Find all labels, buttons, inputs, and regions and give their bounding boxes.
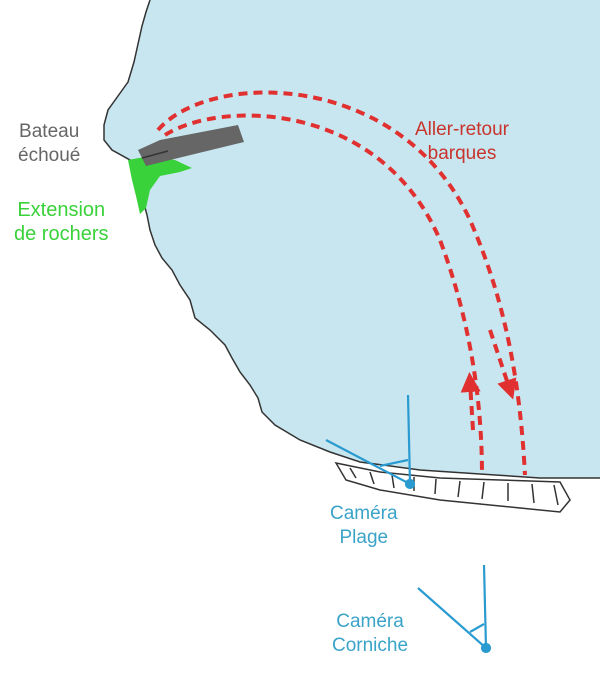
route-arc-inner xyxy=(163,113,484,476)
camera-field-of-view-icon xyxy=(417,564,492,654)
route-label-line-2: barques xyxy=(427,143,497,164)
camera-beach-label-line-1: Caméra xyxy=(330,503,398,524)
coastline xyxy=(103,0,600,479)
route-arrow-up xyxy=(460,372,481,431)
route-arc-outer xyxy=(156,90,527,476)
rock-extension-icon xyxy=(128,156,192,214)
camera-beach-label: Caméra Plage xyxy=(330,502,398,550)
camera-corniche-label-line-2: Corniche xyxy=(332,635,409,656)
camera-beach-label-line-2: Plage xyxy=(339,527,389,548)
sea-area xyxy=(104,0,600,478)
camera-corniche-label: Caméra Corniche xyxy=(332,610,408,658)
boat-label-line-2: échoué xyxy=(18,145,81,166)
route-arrow-down xyxy=(488,329,517,400)
rocks-label-line-2: de rochers xyxy=(14,223,109,245)
wrecked-boat-icon xyxy=(138,125,244,166)
route-label: Aller-retour barques xyxy=(415,118,509,166)
camera-corniche-label-line-1: Caméra xyxy=(336,611,404,632)
boat-label-line-1: Bateau xyxy=(19,121,80,142)
rocks-label: Extension de rochers xyxy=(14,198,109,246)
route-label-line-1: Aller-retour xyxy=(415,119,509,140)
beach-hatching xyxy=(349,467,559,506)
boat-route xyxy=(156,90,527,476)
camera-field-of-view-icon xyxy=(325,394,416,490)
rocks-label-line-1: Extension xyxy=(17,199,106,221)
boat-label: Bateau échoué xyxy=(18,120,80,168)
